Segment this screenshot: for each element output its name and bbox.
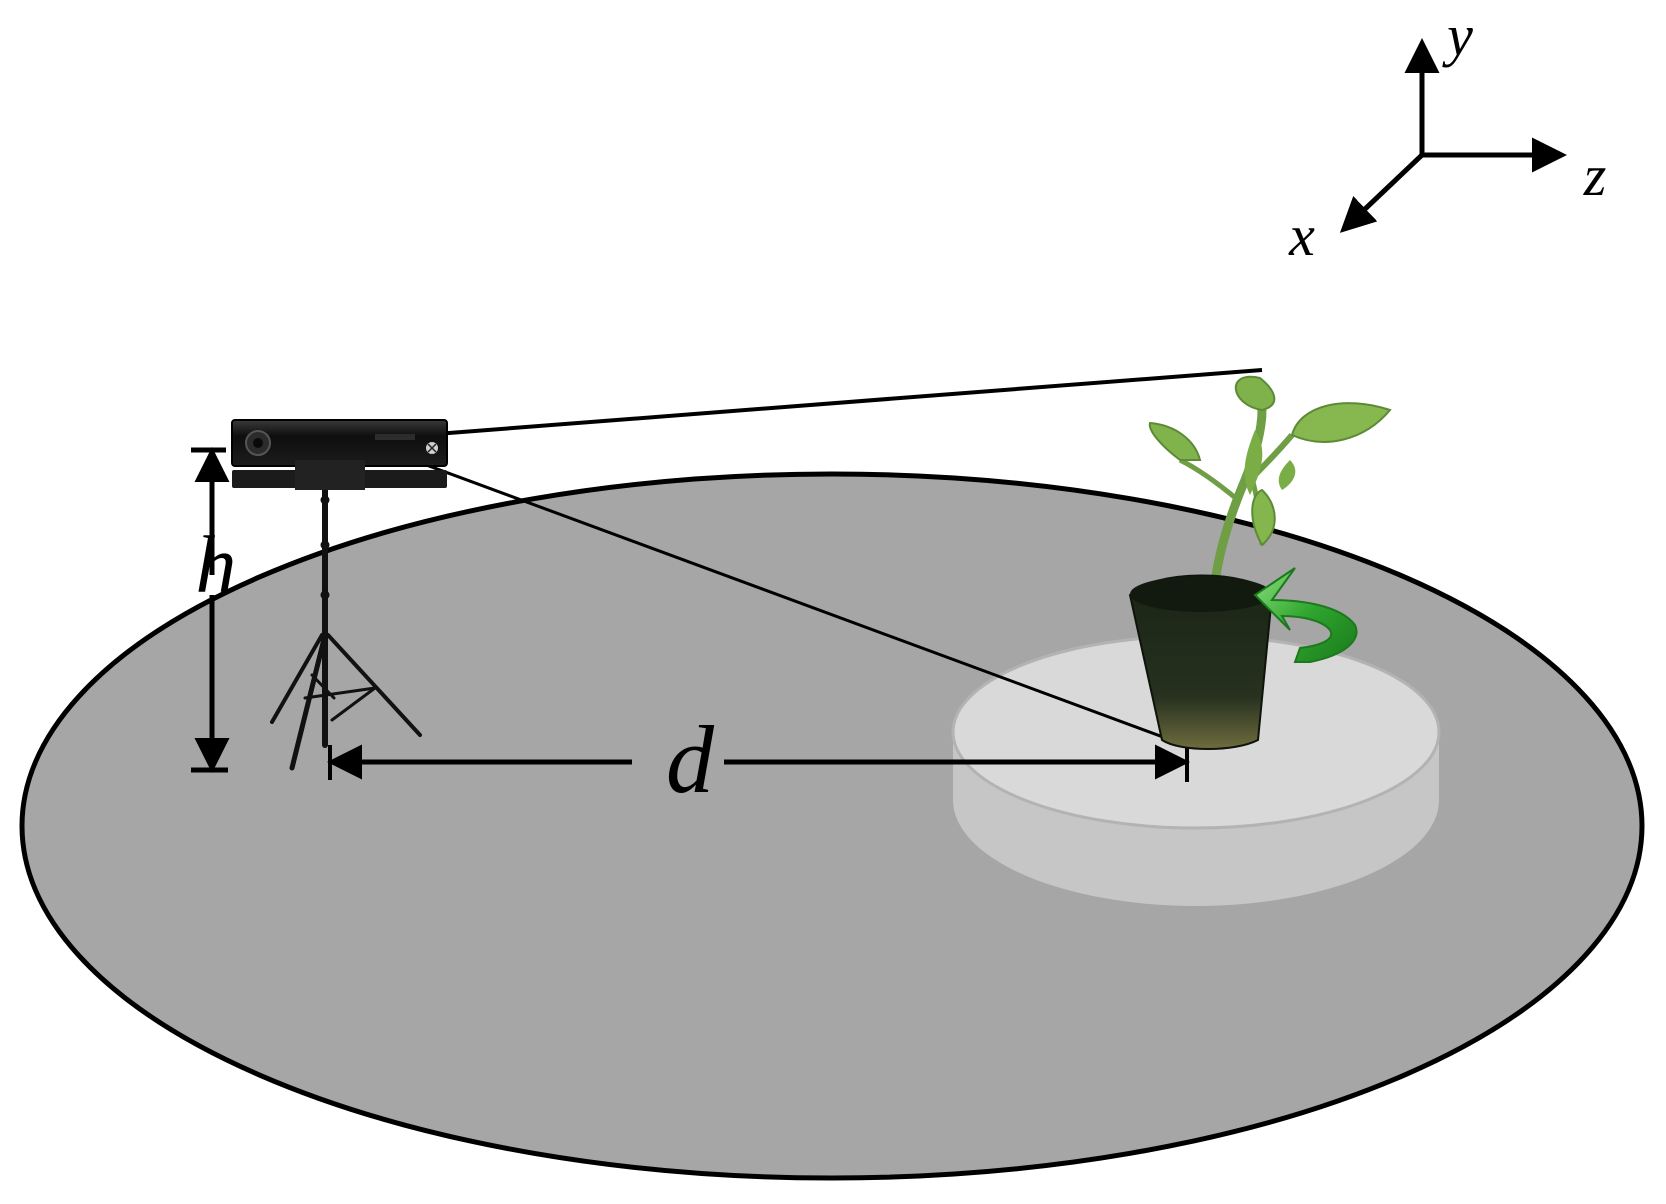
height-dimension: h bbox=[191, 447, 237, 773]
depth-camera-icon bbox=[231, 419, 448, 490]
turntable bbox=[951, 634, 1441, 906]
rotation-arrow-icon bbox=[1253, 567, 1358, 663]
x-axis-label: x bbox=[1288, 203, 1315, 268]
coordinate-axes: y z x bbox=[1288, 3, 1606, 268]
y-axis-label: y bbox=[1442, 3, 1473, 68]
tripod-icon bbox=[270, 467, 422, 771]
z-axis-label: z bbox=[1583, 143, 1607, 208]
fov-line-bottom bbox=[374, 444, 1183, 746]
distance-dimension: d bbox=[327, 706, 1190, 813]
x-axis-arrow bbox=[1339, 153, 1424, 233]
fov-line-top bbox=[409, 368, 1263, 438]
height-label: h bbox=[196, 519, 237, 610]
potted-plant-icon bbox=[1128, 375, 1392, 750]
distance-label: d bbox=[666, 706, 715, 813]
